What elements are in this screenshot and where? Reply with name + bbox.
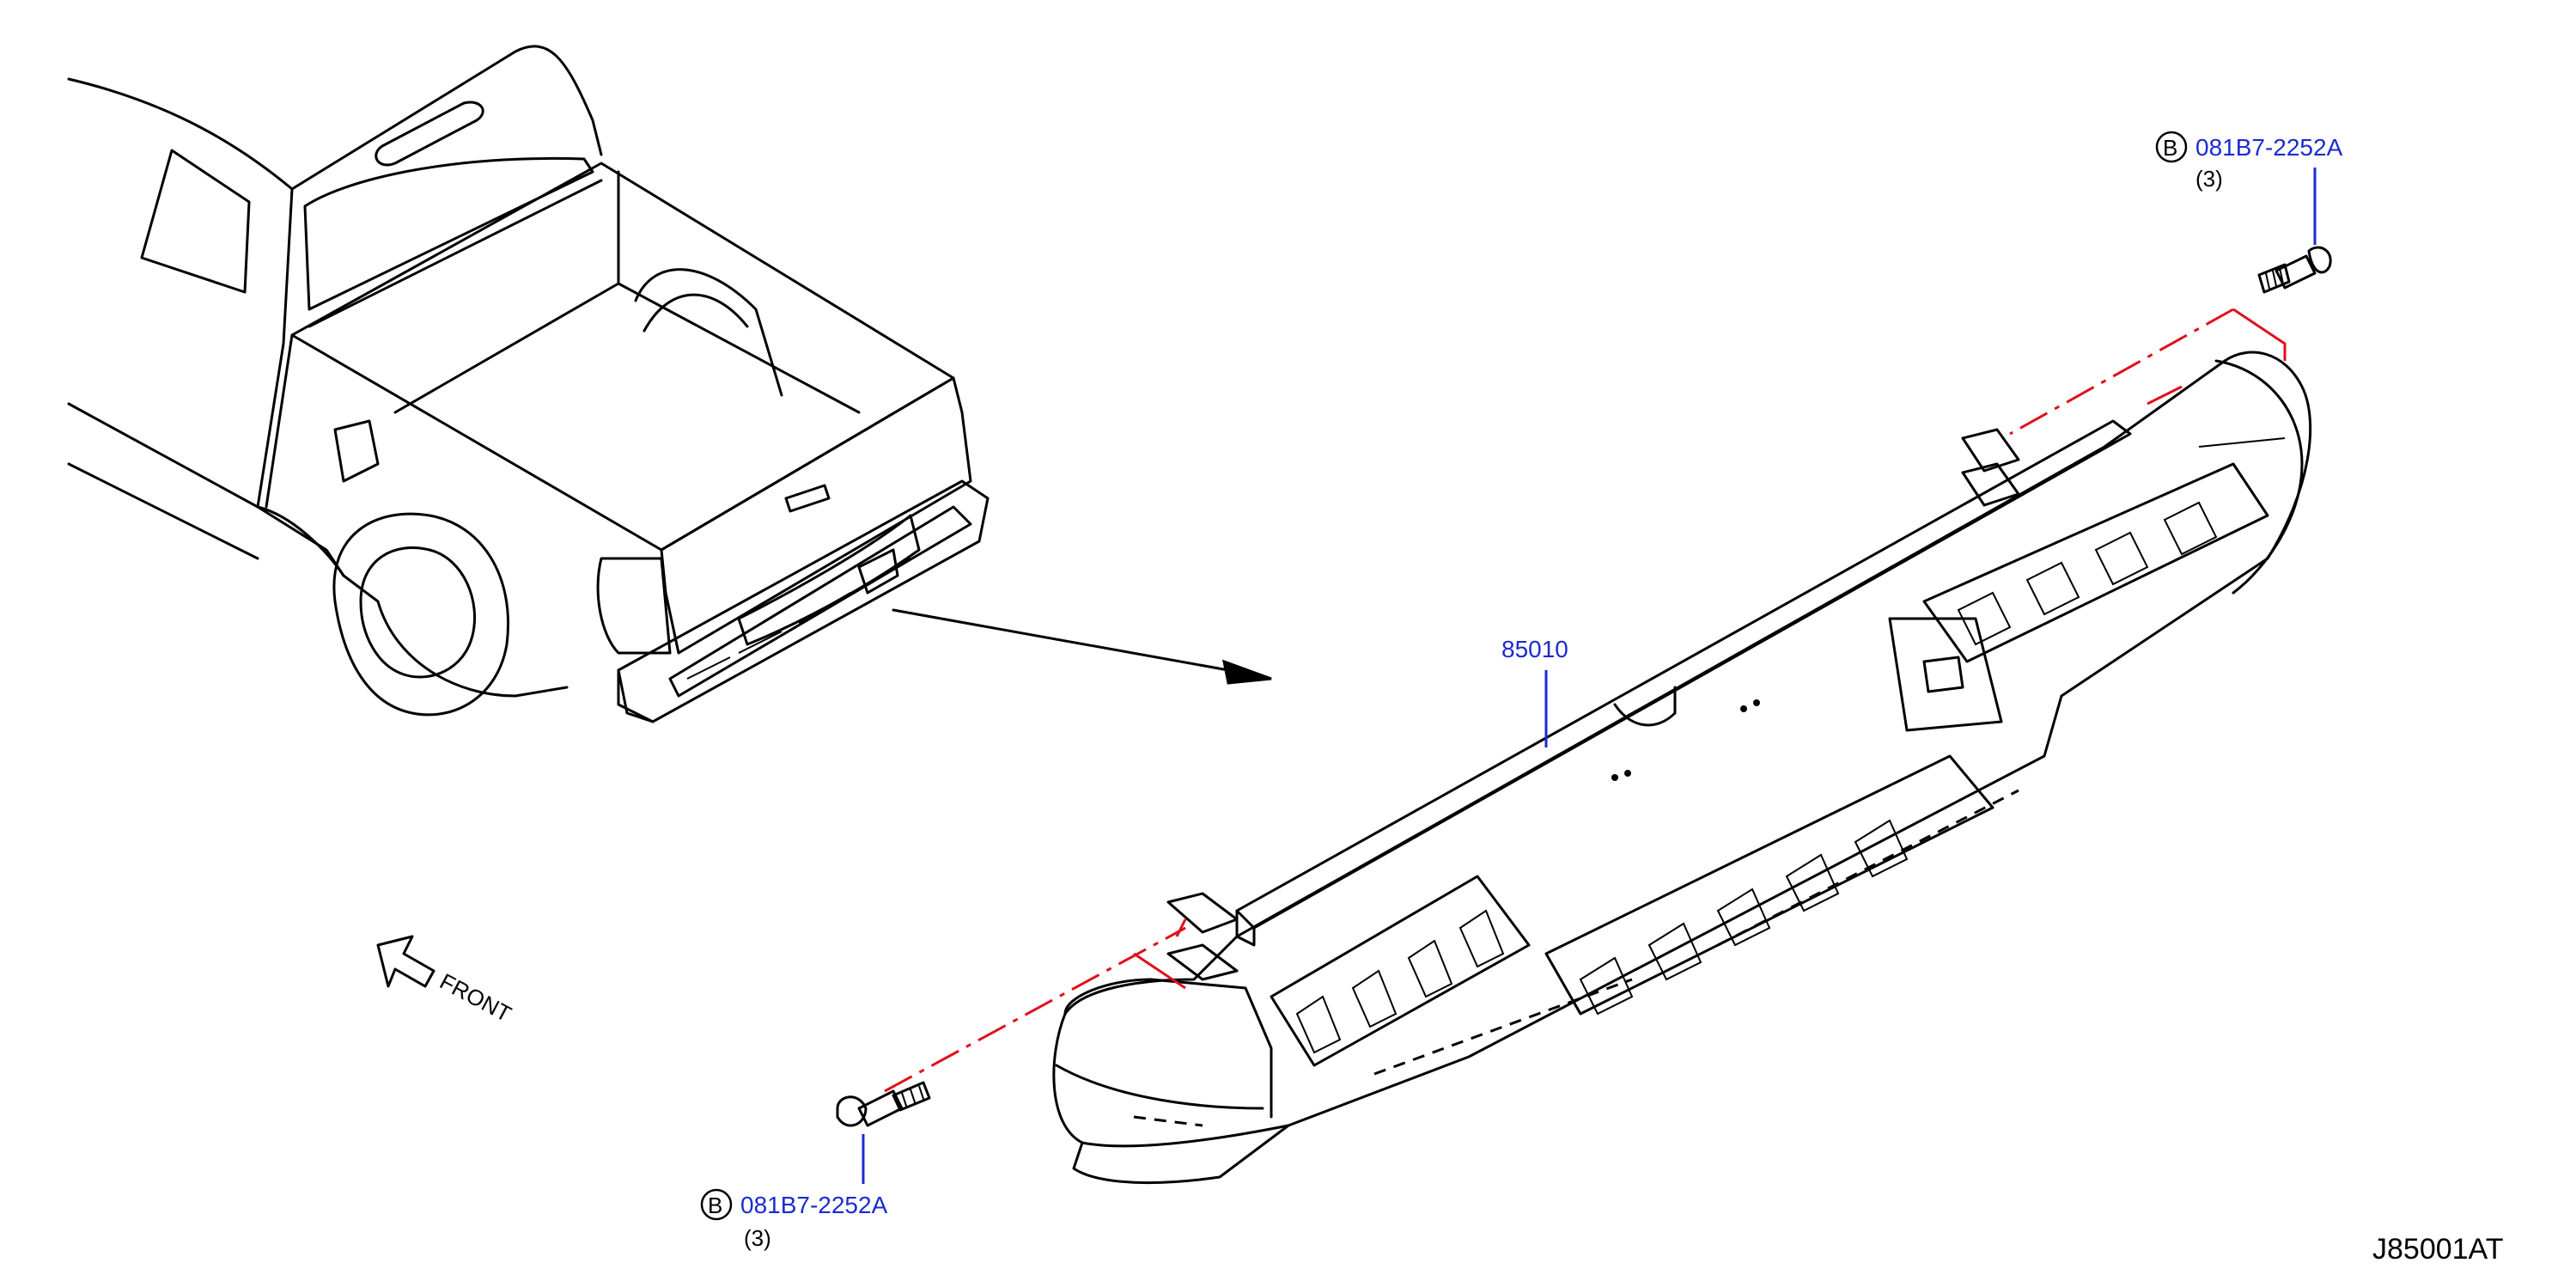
callout-bolt-top: B 081B7-2252A (3): [2155, 131, 2343, 245]
bolt-top-qty: (3): [2195, 166, 2223, 192]
bolt-bottom: [836, 1081, 931, 1127]
callout-main-part: 85010: [1501, 636, 1568, 747]
main-part-number: 85010: [1501, 636, 1568, 662]
drawing-code: J85001AT: [2372, 1233, 2503, 1266]
install-reference-lines: [884, 308, 2287, 1093]
bolt-top-part-number: 081B7-2252A: [2195, 134, 2343, 161]
bolt-top-badge: B: [2163, 135, 2177, 161]
rear-bumper-part: [1052, 351, 2312, 1185]
bolt-top: [2257, 246, 2332, 294]
bolt-bottom-qty: (3): [744, 1225, 771, 1251]
detail-arrow: [892, 608, 1272, 685]
front-label: FRONT: [435, 968, 515, 1028]
front-indicator: FRONT: [376, 935, 515, 1028]
bolt-bottom-part-number: 081B7-2252A: [740, 1192, 888, 1218]
callout-bolt-bottom: B 081B7-2252A (3): [700, 1134, 888, 1251]
bolt-bottom-badge: B: [708, 1193, 722, 1218]
truck-illustration: [67, 45, 990, 723]
